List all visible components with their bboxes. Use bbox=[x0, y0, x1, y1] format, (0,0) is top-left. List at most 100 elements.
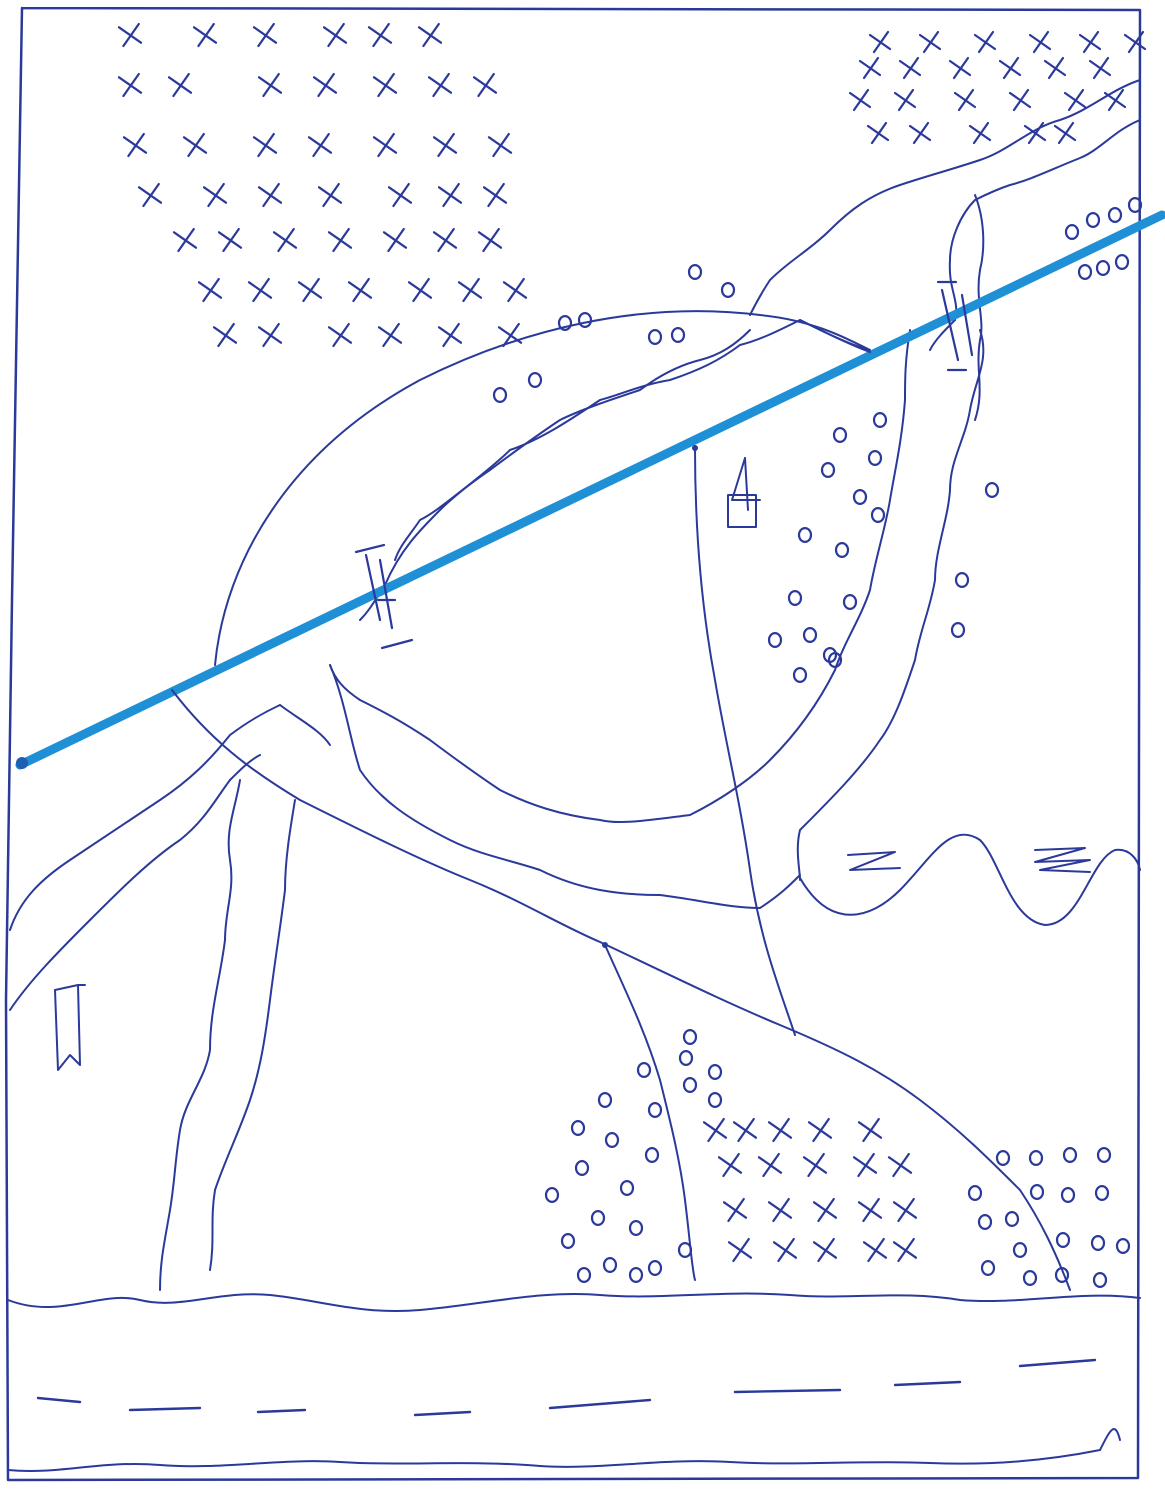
tree-mark bbox=[1028, 1149, 1044, 1166]
tree-mark bbox=[707, 1063, 723, 1080]
field-x-mark bbox=[892, 1197, 918, 1223]
tree-mark bbox=[682, 1028, 698, 1045]
river-left-system bbox=[9, 704, 331, 1291]
field-x-mark bbox=[257, 322, 283, 348]
field-x-mark bbox=[297, 277, 323, 303]
field-x-mark bbox=[868, 30, 892, 54]
field-x-mark bbox=[377, 322, 403, 348]
field-x-mark bbox=[272, 227, 298, 253]
field-x-mark bbox=[192, 22, 218, 48]
tree-mark bbox=[797, 526, 813, 543]
field-x-mark bbox=[437, 182, 463, 208]
tree-mark bbox=[834, 541, 850, 558]
main-road-highlighted bbox=[15, 210, 1165, 770]
field-x-mark bbox=[437, 322, 463, 348]
tree-mark bbox=[1064, 224, 1080, 241]
field-x-mark bbox=[257, 72, 283, 98]
field-x-mark bbox=[317, 182, 343, 208]
tree-mark bbox=[967, 1184, 983, 1201]
stream-right-lobe-outer bbox=[796, 329, 985, 881]
field-x-mark bbox=[1088, 56, 1112, 80]
field-x-mark bbox=[182, 132, 208, 158]
field-x-mark bbox=[117, 72, 143, 98]
tree-mark bbox=[980, 1259, 996, 1276]
tree-mark bbox=[995, 1149, 1011, 1166]
tree-mark bbox=[832, 427, 848, 444]
field-x-mark bbox=[887, 1152, 913, 1178]
tree-mark bbox=[1094, 1184, 1110, 1201]
field-x-mark bbox=[1043, 56, 1067, 80]
field-x-mark bbox=[1063, 88, 1087, 112]
field-x-mark bbox=[953, 88, 977, 112]
tree-mark bbox=[577, 312, 593, 329]
field-x-mark bbox=[892, 1237, 918, 1263]
tree-mark bbox=[1090, 1234, 1106, 1251]
field-x-mark bbox=[327, 227, 353, 253]
tree-mark bbox=[977, 1213, 993, 1230]
tree-mark bbox=[870, 507, 886, 524]
tree-mark bbox=[647, 329, 663, 346]
road-endpoint bbox=[16, 757, 28, 769]
inner-stream-lower bbox=[394, 329, 751, 561]
field-x-mark bbox=[137, 182, 163, 208]
junction-dot bbox=[602, 942, 608, 948]
field-x-mark bbox=[417, 22, 443, 48]
field-x-mark bbox=[812, 1237, 838, 1263]
field-x-mark bbox=[717, 1152, 743, 1178]
field-x-mark bbox=[812, 1197, 838, 1223]
field-x-mark bbox=[1008, 88, 1032, 112]
tree-mark bbox=[1012, 1241, 1028, 1258]
field-x-mark bbox=[908, 121, 932, 145]
field-x-mark bbox=[973, 30, 997, 54]
field-x-mark bbox=[407, 277, 433, 303]
field-x-mark bbox=[732, 1117, 758, 1143]
field-x-mark bbox=[122, 132, 148, 158]
inner-stream-upper bbox=[359, 319, 871, 621]
tree-mark bbox=[619, 1179, 635, 1196]
field-x-mark bbox=[202, 182, 228, 208]
field-x-mark bbox=[918, 30, 942, 54]
field-x-mark bbox=[212, 322, 238, 348]
tree-mark bbox=[647, 1101, 663, 1118]
field-x-mark bbox=[866, 121, 890, 145]
tree-mark bbox=[544, 1186, 560, 1203]
field-x-mark bbox=[702, 1117, 728, 1143]
tree-mark bbox=[872, 412, 888, 429]
field-x-mark bbox=[767, 1117, 793, 1143]
tree-mark bbox=[597, 1091, 613, 1108]
field-marsh-top-left bbox=[117, 22, 528, 348]
field-x-mark bbox=[117, 22, 143, 48]
field-x-mark bbox=[327, 322, 353, 348]
tree-mark bbox=[1115, 1237, 1131, 1254]
field-x-mark bbox=[858, 56, 882, 80]
tree-mark bbox=[647, 1259, 663, 1276]
field-x-mark bbox=[857, 1117, 883, 1143]
tree-mark bbox=[1029, 1183, 1045, 1200]
tree-mark bbox=[707, 1091, 723, 1108]
tree-mark bbox=[1022, 1269, 1038, 1286]
field-x-mark bbox=[307, 132, 333, 158]
tree-mark bbox=[1054, 1266, 1070, 1283]
field-x-mark bbox=[1123, 30, 1147, 54]
field-marsh-top-right bbox=[848, 30, 1147, 145]
field-x-mark bbox=[247, 277, 273, 303]
field-x-mark bbox=[852, 1152, 878, 1178]
field-x-mark bbox=[848, 88, 872, 112]
tree-mark bbox=[1055, 1231, 1071, 1248]
field-x-mark bbox=[347, 277, 373, 303]
tree-mark bbox=[628, 1266, 644, 1283]
field-x-mark bbox=[372, 132, 398, 158]
tree-mark bbox=[670, 327, 686, 344]
path-diagonal-lower bbox=[171, 689, 1071, 1291]
tree-mark bbox=[1127, 197, 1143, 214]
tree-cluster-group bbox=[492, 197, 1143, 1288]
tree-mark bbox=[636, 1061, 652, 1078]
tree-mark bbox=[557, 315, 573, 332]
field-x-mark bbox=[948, 56, 972, 80]
path-spur-lower bbox=[604, 944, 696, 1281]
tree-mark bbox=[682, 1076, 698, 1093]
field-x-mark bbox=[172, 227, 198, 253]
tree-mark bbox=[644, 1146, 660, 1163]
field-x-mark bbox=[968, 121, 992, 145]
